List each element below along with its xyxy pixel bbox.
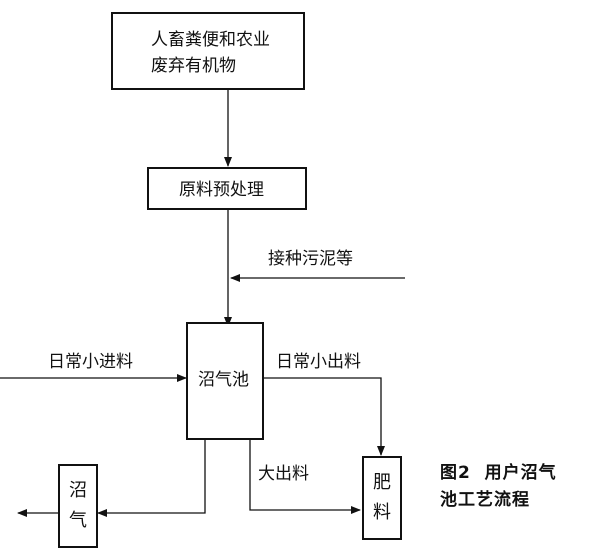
- daily-in-label: 日常小进料: [48, 352, 133, 372]
- daily-out-label: 日常小出料: [276, 352, 361, 372]
- bulk-out-label: 大出料: [258, 464, 309, 484]
- biogas-label: 沼气: [69, 480, 87, 531]
- source-label-line2: 废弃有机物: [151, 56, 236, 76]
- figure-caption: 图2 用户沼气 池工艺流程: [440, 460, 557, 514]
- pretreatment-label: 原料预处理: [179, 180, 264, 200]
- caption-line1: 图2 用户沼气: [440, 463, 557, 483]
- digester-box: 沼气池: [186, 322, 264, 440]
- biogas-box: 沼气: [58, 464, 98, 548]
- fertilizer-label: 肥料: [373, 472, 391, 523]
- arrow-daily-out: [264, 377, 385, 456]
- arrow-bulk-out: [249, 440, 361, 514]
- arrow-to-biogas: [97, 440, 206, 517]
- pretreatment-box: 原料预处理: [147, 167, 307, 210]
- source-label-line1: 人畜粪便和农业: [151, 30, 270, 50]
- fertilizer-box: 肥料: [362, 456, 402, 540]
- caption-line2: 池工艺流程: [440, 490, 530, 511]
- digester-label: 沼气池: [198, 370, 249, 390]
- inoculum-label: 接种污泥等: [268, 249, 353, 269]
- source-box: 人畜粪便和农业 废弃有机物: [111, 12, 305, 90]
